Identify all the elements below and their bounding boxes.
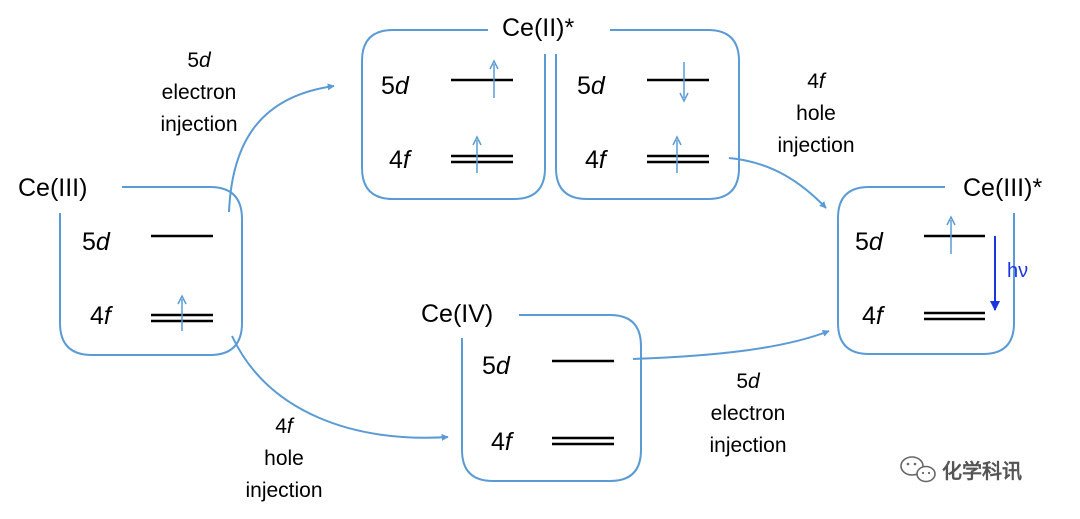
svg-text:5d: 5d — [187, 49, 212, 72]
ce4-4f-label: 4f — [491, 428, 515, 456]
ce2-left-5d-label: 5d — [381, 72, 410, 100]
process-label-ce3-to-ce4: 4f hole injection — [245, 415, 322, 502]
ce3-star-label: Ce(III)* — [963, 174, 1042, 202]
svg-text:electron: electron — [711, 402, 786, 425]
arrow-ce2-to-ce3star — [728, 157, 827, 209]
ce2-left-4f-label: 4f — [389, 146, 413, 174]
ce4-label: Ce(IV) — [421, 300, 493, 328]
ce2-right-4f-spin-up-icon — [672, 135, 682, 173]
ce3-4f-label: 4f — [90, 302, 114, 330]
ce3-5d-label: 5d — [82, 228, 111, 256]
ce3-label: Ce(III) — [18, 174, 87, 202]
svg-text:injection: injection — [245, 479, 322, 502]
emission-label: hν — [1007, 260, 1028, 282]
svg-text:hole: hole — [796, 102, 836, 125]
watermark-text: 化学科讯 — [942, 459, 1022, 483]
arrow-ce3-to-ce2 — [228, 83, 335, 213]
ce3-star-state: Ce(III)* 5d 4f hν — [837, 174, 1042, 355]
svg-text:hole: hole — [264, 447, 304, 470]
arrow-ce4-to-ce3star — [632, 330, 830, 360]
ce3-box — [59, 186, 243, 356]
ce2-star-left-box — [361, 29, 546, 200]
svg-text:injection: injection — [160, 113, 237, 136]
ce2-left-4f-spin-up-icon — [472, 135, 482, 173]
arrow-ce3-to-ce4 — [231, 335, 449, 441]
svg-text:injection: injection — [709, 434, 786, 457]
ce2-right-4f-label: 4f — [585, 146, 609, 174]
ce2-star-state: Ce(II)* 5d 4f 5d 4f — [361, 14, 740, 200]
ce4-5d-label: 5d — [482, 352, 511, 380]
process-label-ce4-to-ce3star: 5d electron injection — [709, 370, 786, 457]
svg-text:electron: electron — [162, 81, 237, 104]
ce4-state: Ce(IV) 5d 4f — [421, 300, 642, 482]
ce3-state: Ce(III) 5d 4f — [18, 174, 243, 356]
ce2-left-5d-spin-up-icon — [489, 59, 499, 98]
ce3-star-5d-spin-up-icon — [946, 215, 956, 254]
ce3-4f-spin-up-icon — [177, 294, 187, 331]
ce2-right-5d-label: 5d — [577, 72, 606, 100]
svg-text:injection: injection — [777, 134, 854, 157]
watermark: 化学科讯 — [900, 456, 1022, 483]
ce2-star-right-box — [555, 29, 740, 200]
process-label-ce2-to-ce3star: 4f hole injection — [777, 70, 854, 157]
ce3-star-4f-label: 4f — [862, 302, 886, 330]
ce2-right-5d-spin-down-icon — [679, 62, 689, 103]
wechat-icon — [900, 456, 936, 483]
ce4-box — [461, 314, 642, 482]
svg-text:5d: 5d — [736, 370, 761, 393]
process-label-ce3-to-ce2: 5d electron injection — [160, 49, 237, 136]
ce3-star-box — [837, 186, 1015, 355]
ce3-star-5d-label: 5d — [855, 228, 884, 256]
svg-text:4f: 4f — [807, 70, 827, 93]
ce2-star-label: Ce(II)* — [502, 14, 575, 42]
svg-text:4f: 4f — [275, 415, 295, 438]
